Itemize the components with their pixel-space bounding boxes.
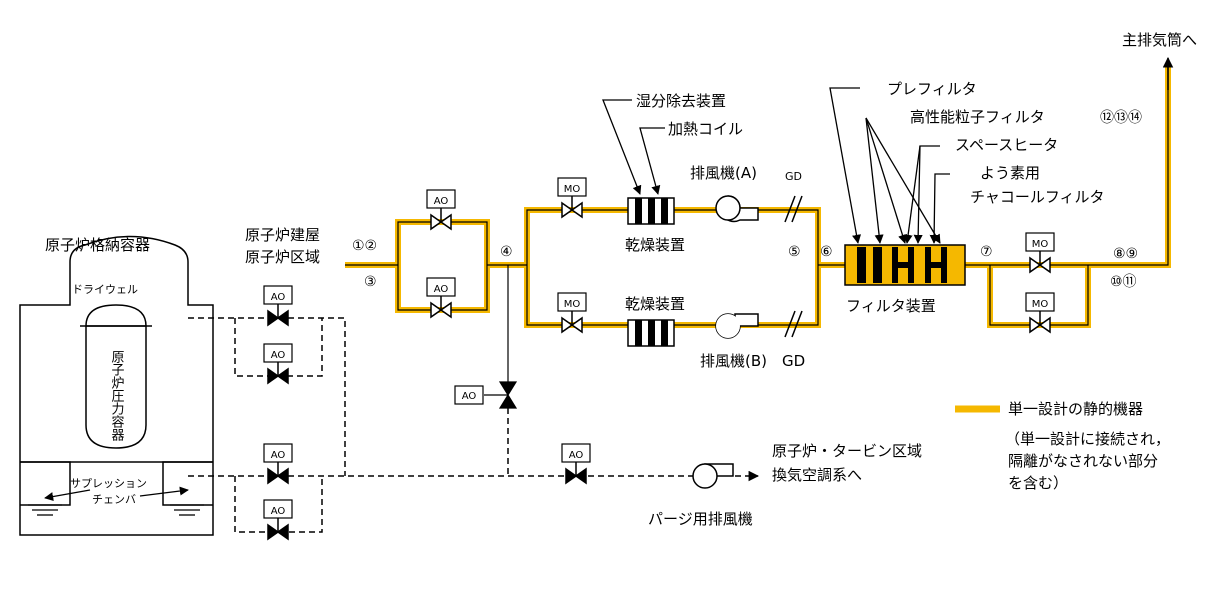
dryer-b-label: 乾燥装置 [625,295,685,313]
fan-a-label: 排風機(A) [690,164,757,182]
legend-note-2: 隔離がなされない部分 [1008,452,1158,470]
valve-mo-out-2-tag: MO [1032,299,1049,310]
drywell-label: ドライウェル [72,283,138,296]
dryer-a-label: 乾燥装置 [625,236,685,254]
point-5: ⑤ [788,244,801,260]
gd-b-icon [784,310,803,338]
reactor-pressure-vessel [80,304,152,449]
rpv-label: 原子炉圧力容器 [109,350,125,442]
legend: 単一設計の静的機器 （単一設計に接続され， 隔離がなされない部分 を含む） [955,400,1170,492]
dryer-a [627,197,675,225]
valve-ao-cv-4-tag: AO [271,506,286,517]
fan-b-label: 排風機(B) [700,352,767,370]
point-1-2: ①② [352,238,377,254]
gd-a-icon [784,195,803,223]
valve-ao-2-tag: AO [434,284,449,295]
containment-vessel-label: 原子炉格納容器 [45,236,150,254]
hvac-label-1: 原子炉・タービン区域 [772,442,922,460]
legend-title: 単一設計の静的機器 [1008,400,1143,418]
filter-unit-label: フィルタ装置 [846,297,936,315]
reactor-building-label-1: 原子炉建屋 [245,226,320,244]
valve-ao-cv-3-tag: AO [271,450,286,461]
fan-a-icon [715,195,759,223]
water-level-icons [28,486,204,516]
fan-b-icon [715,313,759,339]
point-3: ③ [364,274,377,290]
valve-ao-purge[interactable] [561,443,591,484]
valve-ao-cv-1-tag: AO [271,292,286,303]
valve-mo-a[interactable] [557,177,587,218]
valve-mo-out-2[interactable] [1025,292,1055,333]
point-6: ⑥ [820,244,833,260]
valve-ao-branch-tag: AO [462,391,477,402]
valve-ao-1[interactable] [426,189,456,230]
main-stack-label: 主排気筒へ [1122,31,1197,49]
valve-ao-cv-2[interactable] [263,343,293,384]
suppression-chamber-label-1: サプレッション [70,477,147,490]
valve-mo-out-1[interactable] [1025,232,1055,273]
suppression-chamber-label-2: チェンバ [92,493,136,506]
hvac-label-2: 換気空調系へ [772,466,862,484]
purge-fan-label: パージ用排風機 [648,510,753,528]
filter-unit [844,244,966,286]
space-heater-label: スペースヒータ [955,136,1058,154]
valve-mo-b[interactable] [557,292,587,333]
valve-ao-1-tag: AO [434,196,449,207]
hepa-label: 高性能粒子フィルタ [910,108,1045,126]
point-12-13-14: ⑫⑬⑭ [1100,110,1142,126]
valve-ao-branch[interactable] [454,381,518,409]
piping-centerlines [345,65,1169,395]
purge-fan-icon [692,463,734,489]
reactor-building-label-2: 原子炉区域 [245,248,320,266]
valve-ao-cv-3[interactable] [263,443,293,484]
point-4: ④ [500,244,513,260]
gd-b-label: GD [782,352,805,370]
gd-a-label: GD [785,170,802,183]
point-8-9: ⑧⑨ [1113,246,1138,262]
iodine-filter-label-1: よう素用 [980,164,1040,182]
valve-ao-2[interactable] [426,277,456,318]
valve-mo-b-tag: MO [564,299,581,310]
moisture-separator-label: 湿分除去装置 [636,92,726,110]
legend-note-1: （単一設計に接続され， [1005,430,1170,448]
valve-ao-cv-4[interactable] [263,499,293,540]
point-10-11: ⑩⑪ [1110,274,1137,290]
prefilter-label: プレフィルタ [887,80,977,98]
dryer-b [627,319,675,347]
heating-coil-label: 加熱コイル [668,120,743,138]
leader-lines [602,87,950,244]
valve-ao-purge-tag: AO [569,450,584,461]
point-7: ⑦ [980,244,993,260]
iodine-filter-label-2: チャコールフィルタ [970,188,1105,206]
legend-note-3: を含む） [1008,474,1068,492]
valve-mo-out-1-tag: MO [1032,239,1049,250]
valve-ao-cv-1[interactable] [263,285,293,326]
valve-ao-cv-2-tag: AO [271,350,286,361]
valve-mo-a-tag: MO [564,184,581,195]
